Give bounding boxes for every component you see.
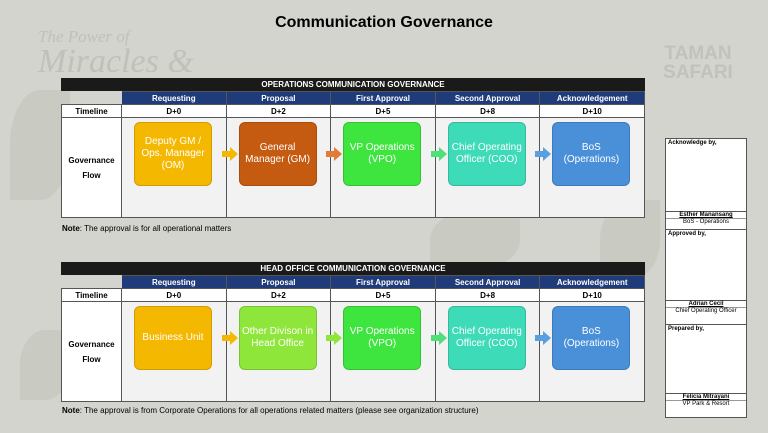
stage-header: Second Approval [434,275,541,289]
timeline-day: D+8 [434,104,541,118]
flow-arrow-icon [430,331,447,345]
approval-signatory: Adrian Cecil Chief Operating Officer [666,300,746,314]
stage-header: Second Approval [434,91,541,105]
approval-section-prepared: Prepared by, Felicia Mitrayani VP Park &… [666,325,746,417]
timeline-day: D+8 [434,288,541,302]
flow-box: BoS (Operations) [552,122,631,186]
timeline-label: Timeline [61,288,122,302]
head-office-governance-table: HEAD OFFICE COMMUNICATION GOVERNANCE Req… [61,262,645,402]
timeline-day: D+2 [225,288,332,302]
signatory-role: Chief Operating Officer [666,307,746,314]
timeline-day: D+10 [539,104,645,118]
flow-arrow-icon [326,331,343,345]
watermark-logo: TAMAN SAFARI [663,43,733,83]
flow-arrow-icon [430,147,447,161]
approval-section-approved: Approved by, Adrian Cecil Chief Operatin… [666,230,746,325]
timeline-day: D+0 [121,288,227,302]
flow-box: BoS (Operations) [552,306,631,370]
flow-box: VP Operations (VPO) [343,122,422,186]
operations-governance-table: OPERATIONS COMMUNICATION GOVERNANCE Requ… [61,78,645,218]
section-title: HEAD OFFICE COMMUNICATION GOVERNANCE [61,262,645,275]
stage-header: Acknowledgement [539,275,645,289]
timeline-day: D+2 [225,104,332,118]
section-note: Note: The approval is from Corporate Ope… [62,406,479,415]
signatory-name: Adrian Cecil [688,301,724,307]
flow-cell: VP Operations (VPO) [330,117,447,218]
flow-box: Chief Operating Officer (COO) [447,122,526,186]
stage-header: First Approval [330,275,436,289]
flow-arrow-icon [221,147,238,161]
approval-title: Prepared by, [668,326,704,332]
timeline-day: D+5 [330,104,436,118]
approval-title: Approved by, [668,231,706,237]
header-blank [61,275,122,289]
flow-cell: Business Unit [121,301,238,402]
signatory-name: Felicia Mitrayani [682,394,730,400]
flow-box: General Manager (GM) [238,122,317,186]
approval-title: Acknowledge by, [668,140,717,146]
timeline-day: D+0 [121,104,227,118]
flow-cell: BoS (Operations) [539,117,645,218]
flow-box: Chief Operating Officer (COO) [447,306,526,370]
flow-cell: General Manager (GM) [225,117,343,218]
flow-arrow-icon [326,147,343,161]
page-title: Communication Governance [275,14,493,31]
flow-arrow-icon [221,331,238,345]
header-blank [61,91,122,105]
flow-box: VP Operations (VPO) [343,306,422,370]
flow-arrow-icon [535,147,552,161]
stage-header: Requesting [121,91,227,105]
stage-header: Proposal [225,275,332,289]
signatory-name: Esther Manansang [679,212,733,218]
flow-box: Deputy GM / Ops. Manager (OM) [134,122,212,186]
flow-cell: Deputy GM / Ops. Manager (OM) [121,117,238,218]
signatory-role: BoS - Operations [666,218,746,225]
approval-signatory: Felicia Mitrayani VP Park & Resort [666,393,746,407]
stage-header: Proposal [225,91,332,105]
flow-cell: Chief Operating Officer (COO) [434,117,552,218]
flow-cell: BoS (Operations) [539,301,645,402]
signatory-role: VP Park & Resort [666,400,746,407]
flow-arrow-icon [535,331,552,345]
approval-signature-panel: Acknowledge by, Esther Manansang BoS - O… [665,138,747,418]
flow-box: Business Unit [134,306,212,370]
flow-cell: Chief Operating Officer (COO) [434,301,552,402]
approval-signatory: Esther Manansang BoS - Operations [666,211,746,225]
flow-label: Governance Flow [61,301,122,402]
watermark-left: The Power of Miracles & [38,27,194,80]
stage-header: Acknowledgement [539,91,645,105]
timeline-day: D+5 [330,288,436,302]
section-note: Note: The approval is for all operationa… [62,224,232,233]
section-title: OPERATIONS COMMUNICATION GOVERNANCE [61,78,645,91]
timeline-day: D+10 [539,288,645,302]
stage-header: First Approval [330,91,436,105]
flow-cell: Other Divison in Head Office [225,301,343,402]
flow-label: Governance Flow [61,117,122,218]
approval-section-acknowledge: Acknowledge by, Esther Manansang BoS - O… [666,139,746,230]
flow-cell: VP Operations (VPO) [330,301,447,402]
flow-box: Other Divison in Head Office [238,306,317,370]
stage-header: Requesting [121,275,227,289]
timeline-label: Timeline [61,104,122,118]
